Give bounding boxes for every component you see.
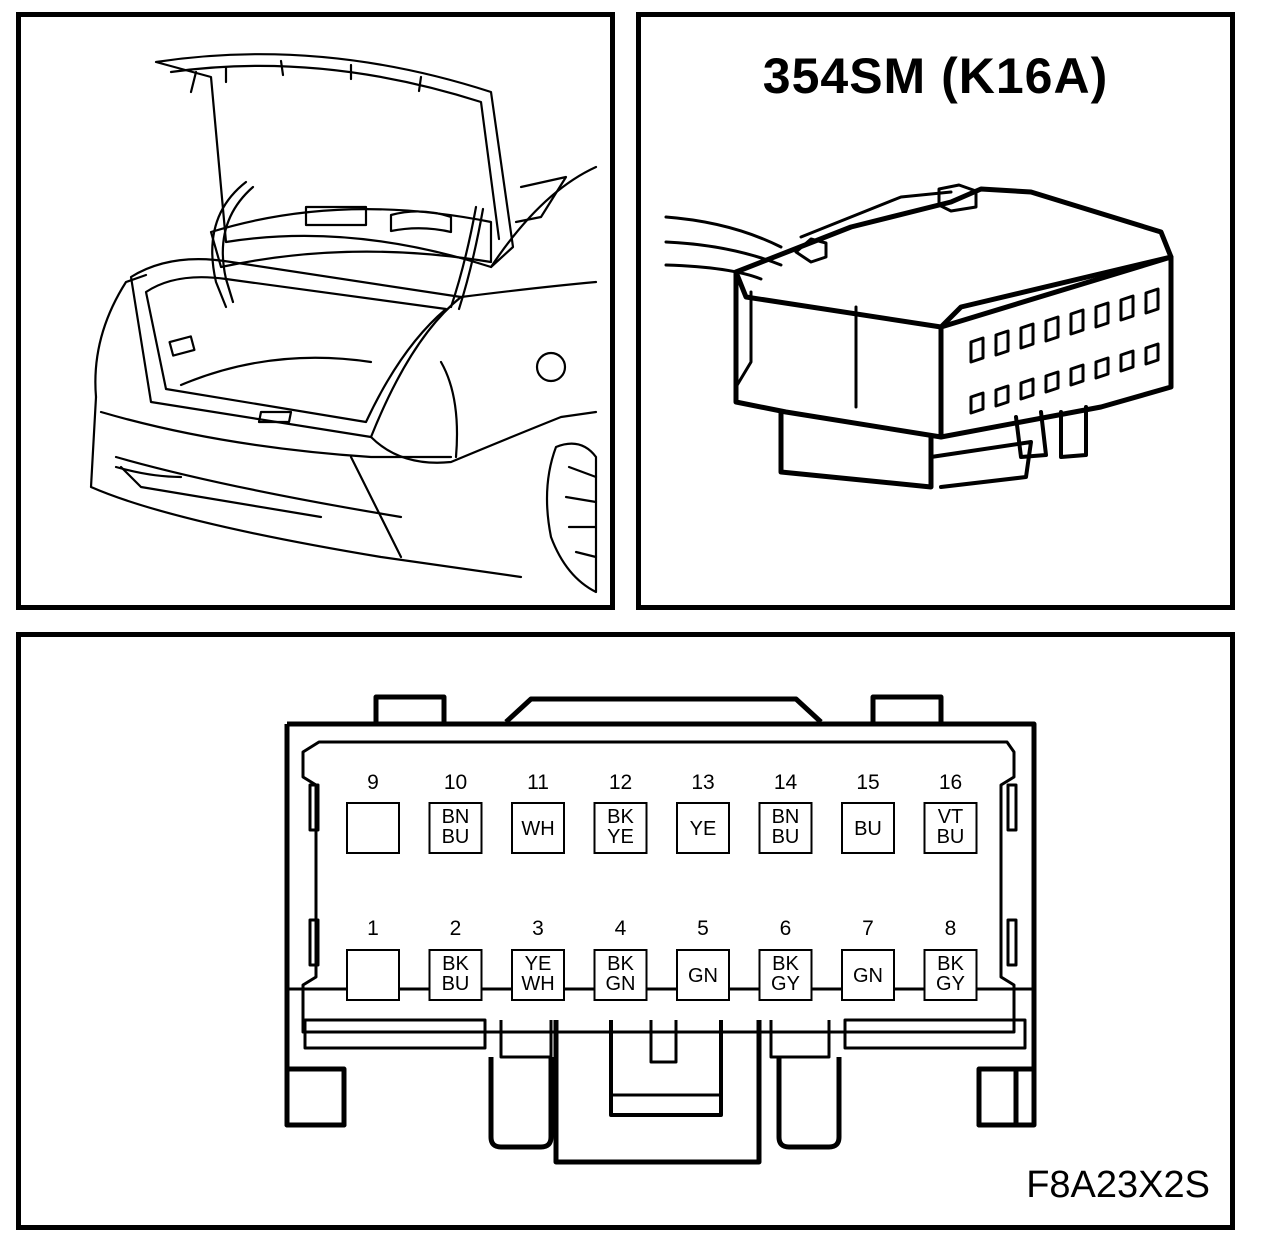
pin-cavity (593, 802, 648, 854)
wire-color-label: YE (525, 953, 552, 975)
pin-cavity (346, 949, 400, 1001)
pin-cavity (511, 802, 565, 854)
pin-number: 3 (532, 917, 544, 940)
wire-color-label: GY (936, 973, 965, 995)
wire-color-label: WH (521, 818, 554, 840)
pin-number: 2 (450, 917, 462, 940)
pin-cavity (346, 802, 400, 854)
wire-color-label: YE (690, 818, 717, 840)
wire-color-label: BU (937, 826, 965, 848)
pin-number: 12 (609, 771, 632, 794)
wire-color-label: BK (937, 953, 964, 975)
wire-color-label: BU (442, 973, 470, 995)
pin-cavity (676, 802, 730, 854)
wire-color-label: VT (938, 806, 964, 828)
pin-number: 4 (615, 917, 627, 940)
pin-number: 8 (945, 917, 957, 940)
wire-color-label: GY (771, 973, 800, 995)
pin-cavity (511, 949, 565, 1001)
pin-cavity (758, 802, 813, 854)
pin-cavity (923, 802, 978, 854)
pin-cavity (841, 949, 895, 1001)
vehicle-location-panel (16, 12, 615, 610)
pin-number: 9 (367, 771, 379, 794)
pin-cavity (428, 949, 483, 1001)
pin-cavity (676, 949, 730, 1001)
pin-cavity (428, 802, 483, 854)
wire-color-label: BN (772, 806, 800, 828)
pin-cavity (593, 949, 648, 1001)
pin-cavity (841, 802, 895, 854)
wire-color-label: BK (607, 953, 634, 975)
pin-number: 13 (691, 771, 714, 794)
wire-color-label: YE (607, 826, 634, 848)
pin-number: 6 (780, 917, 792, 940)
connector-title: 354SM (K16A) (762, 48, 1109, 104)
pin-number: 7 (862, 917, 874, 940)
connector-3d-illustration (664, 183, 1174, 490)
wire-color-label: GN (688, 965, 718, 987)
wire-color-label: BK (442, 953, 469, 975)
wire-color-label: GN (606, 973, 636, 995)
wire-color-label: BK (772, 953, 799, 975)
pin-number: 15 (856, 771, 879, 794)
wire-color-label: BK (607, 806, 634, 828)
car-trunk-illustration (89, 53, 598, 594)
pin-number: 5 (697, 917, 709, 940)
wire-color-label: GN (853, 965, 883, 987)
wire-color-label: BU (772, 826, 800, 848)
wire-color-label: WH (521, 973, 554, 995)
pin-cavity (923, 949, 978, 1001)
pin-cavity (758, 949, 813, 1001)
pin-number: 16 (939, 771, 962, 794)
pin-number: 10 (444, 771, 467, 794)
pin-number: 1 (367, 917, 379, 940)
wire-color-label: BN (442, 806, 470, 828)
connector-view-panel: 354SM (K16A) (636, 12, 1235, 610)
wire-color-label: BU (854, 818, 882, 840)
figure-code: F8A23X2S (1026, 1164, 1210, 1206)
pin-number: 11 (527, 771, 549, 794)
wire-color-label: BU (442, 826, 470, 848)
pin-number: 14 (774, 771, 798, 794)
